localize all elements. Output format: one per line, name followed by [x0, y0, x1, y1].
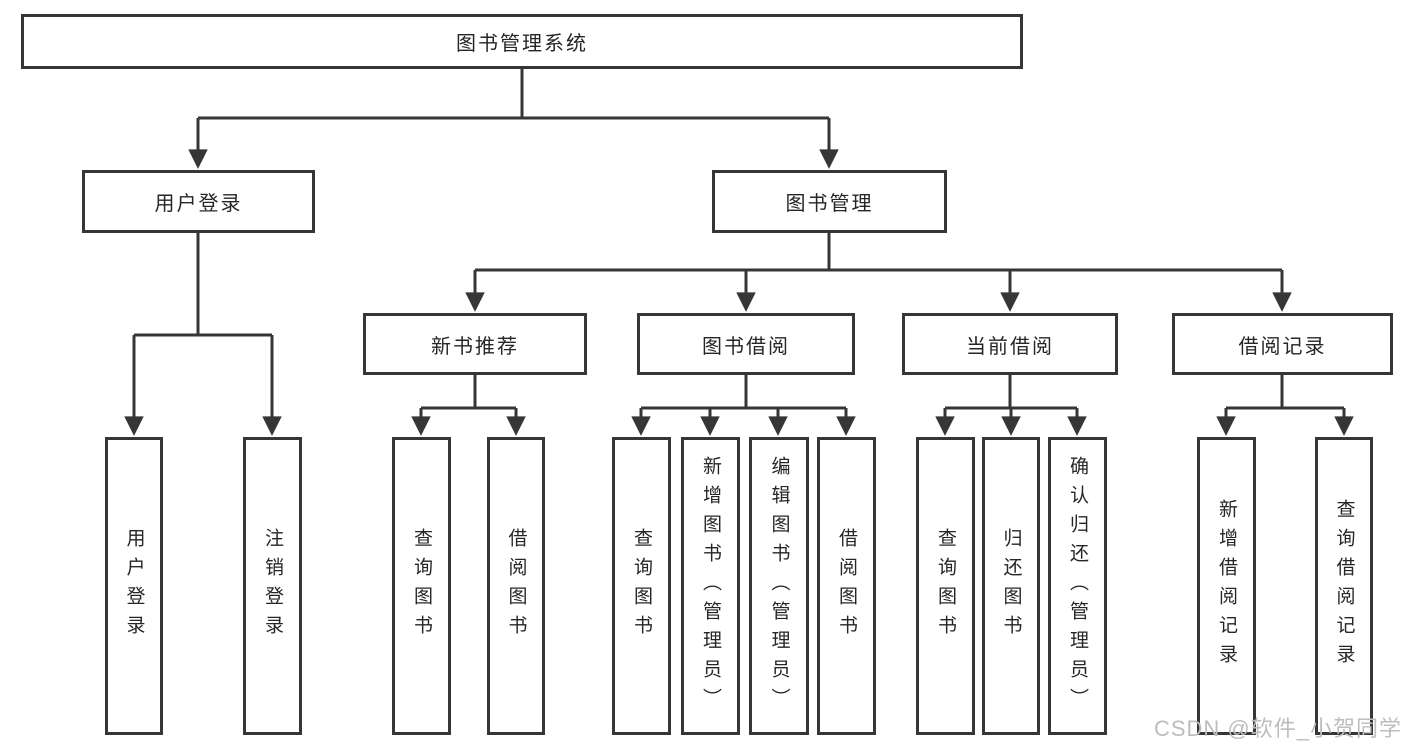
node-book-management: 图书管理 — [712, 170, 947, 233]
leaf-borrowing-edit-book-admin: 编辑图书（管理员） — [749, 437, 809, 735]
leaf-borrowing-add-book-admin: 新增图书（管理员） — [681, 437, 740, 735]
leaf-recommend-query-book: 查询图书 — [392, 437, 451, 735]
watermark: CSDN @软件_小贺同学 — [1153, 716, 1402, 741]
leaf-records-query-record-label: 查询借阅记录 — [1333, 499, 1355, 673]
node-borrow-records: 借阅记录 — [1172, 313, 1393, 375]
leaf-borrowing-query-book-label: 查询图书 — [631, 528, 652, 644]
node-book-borrowing: 图书借阅 — [637, 313, 855, 375]
leaf-user-login-label: 用户登录 — [123, 528, 145, 644]
leaf-borrowing-edit-book-admin-label: 编辑图书（管理员） — [768, 455, 790, 717]
node-user-login: 用户登录 — [82, 170, 315, 233]
leaf-current-confirm-return-admin: 确认归还（管理员） — [1048, 437, 1107, 735]
leaf-records-add-record: 新增借阅记录 — [1197, 437, 1256, 735]
leaf-user-login: 用户登录 — [105, 437, 163, 735]
leaf-recommend-borrow-book-label: 借阅图书 — [505, 528, 527, 644]
leaf-borrowing-borrow-book-label: 借阅图书 — [836, 528, 857, 644]
node-current-borrowing: 当前借阅 — [902, 313, 1118, 375]
leaf-current-query-book-label: 查询图书 — [935, 528, 956, 644]
leaf-records-query-record: 查询借阅记录 — [1315, 437, 1373, 735]
connector-user-login-to-leaves — [124, 233, 282, 436]
connector-current-borrowing-to-leaves — [935, 375, 1087, 436]
leaf-current-return-book: 归还图书 — [982, 437, 1040, 735]
leaf-recommend-borrow-book: 借阅图书 — [487, 437, 545, 735]
leaf-records-add-record-label: 新增借阅记录 — [1216, 499, 1237, 673]
connector-borrow-records-to-leaves — [1216, 375, 1354, 436]
connector-root-to-level1 — [188, 69, 839, 169]
node-root-library-system: 图书管理系统 — [21, 14, 1023, 69]
leaf-recommend-query-book-label: 查询图书 — [411, 528, 432, 644]
node-new-book-recommend: 新书推荐 — [363, 313, 587, 375]
leaf-current-confirm-return-admin-label: 确认归还（管理员） — [1067, 455, 1088, 717]
leaf-logout-label: 注销登录 — [262, 528, 283, 644]
connector-new-book-recommend-to-leaves — [411, 375, 526, 436]
connector-book-management-to-level2 — [465, 233, 1292, 312]
leaf-logout: 注销登录 — [243, 437, 302, 735]
leaf-borrowing-query-book: 查询图书 — [612, 437, 671, 735]
leaf-borrowing-add-book-admin-label: 新增图书（管理员） — [700, 455, 721, 717]
leaf-current-return-book-label: 归还图书 — [1000, 528, 1022, 644]
connector-book-borrowing-to-leaves — [631, 375, 856, 436]
leaf-borrowing-borrow-book: 借阅图书 — [817, 437, 876, 735]
leaf-current-query-book: 查询图书 — [916, 437, 975, 735]
